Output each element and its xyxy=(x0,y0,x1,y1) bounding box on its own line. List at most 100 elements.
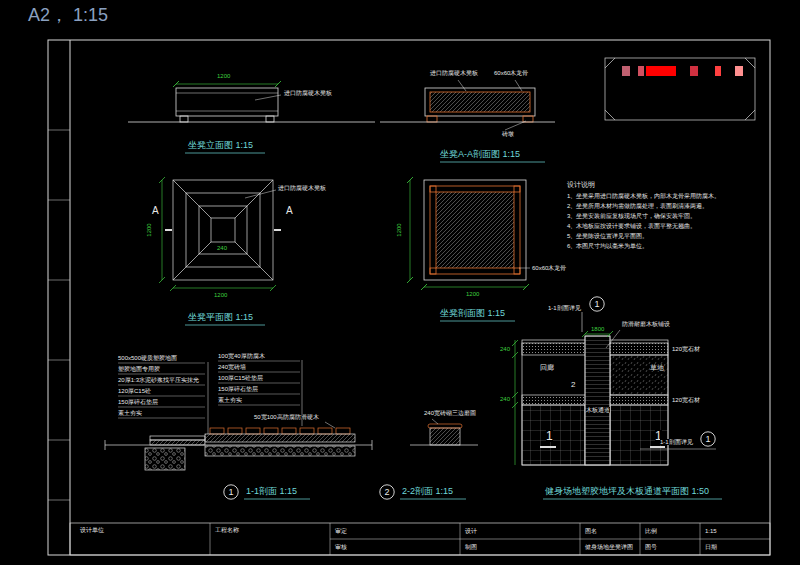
layer-callout: 塑胶地面专用胶 xyxy=(118,366,160,372)
bench-plan-part xyxy=(211,218,235,242)
bench-plan-section-part xyxy=(519,268,530,269)
section-1-1-part xyxy=(336,428,350,434)
view-title: 健身场地塑胶地坪及木板通道平面图 1:50 xyxy=(545,487,709,496)
fitness-area-plan-part xyxy=(585,336,610,465)
fitness-area-plan-part xyxy=(610,405,668,465)
sheet-frame-part xyxy=(48,280,70,281)
view-title: 2-2剖面 1:15 xyxy=(402,487,453,496)
callout-text: 砖墩 xyxy=(502,131,514,137)
fitness-area-plan-part xyxy=(543,499,722,500)
bench-plan-part xyxy=(245,190,276,198)
bench-plan-section-part xyxy=(421,284,529,290)
stamp-area-part xyxy=(622,66,630,76)
section-1-1-part xyxy=(105,445,372,446)
view-title: 坐凳平面图 1:15 xyxy=(188,313,253,322)
section-number: 1 xyxy=(546,430,553,442)
bench-elevation-part xyxy=(176,111,278,112)
bench-plan-part xyxy=(165,229,172,231)
marker-circle-outline xyxy=(380,485,394,499)
layer-callout: 100宽40厚防腐木 xyxy=(218,353,265,359)
bench-plan-section-part xyxy=(514,268,520,274)
marker-circle-outline xyxy=(701,432,715,446)
callout-text: 60x60木龙骨 xyxy=(494,70,528,76)
section-1-1-part xyxy=(244,499,310,500)
dimension-text: 240 xyxy=(500,396,510,402)
layer-callout: 素土夯实 xyxy=(118,410,142,416)
sheet-label: A2， 1:15 xyxy=(28,6,108,24)
layer-callout: 240宽砖墙 xyxy=(218,364,246,370)
table-cell: 制图 xyxy=(465,544,477,550)
bench-elevation xyxy=(128,81,375,153)
bench-plan-part xyxy=(173,180,273,280)
bench-plan-section-part xyxy=(424,180,526,280)
area-label: 草地 xyxy=(650,364,664,371)
bench-plan-section xyxy=(407,177,530,321)
bench-elevation-part xyxy=(185,153,265,154)
table-cell: 日期 xyxy=(705,544,717,550)
stamp-area-part xyxy=(646,66,676,76)
callout-text: 120宽石材 xyxy=(672,397,700,403)
layer-callout: 20厚1:3水泥砂浆找平压实抹光 xyxy=(118,377,199,383)
section-2-2-part xyxy=(432,419,438,424)
table-cell: 工程名称 xyxy=(215,527,239,533)
fitness-area-plan-part xyxy=(512,340,518,408)
table-cell: 设计单位 xyxy=(80,527,104,533)
section-1-1-part xyxy=(300,428,314,434)
section-1-1-part xyxy=(325,422,335,428)
section-number: 1 xyxy=(594,300,599,309)
dimension-text: 1200 xyxy=(217,73,230,79)
bench-plan-section-part xyxy=(440,321,515,322)
callout-text: 60x60木龙骨 xyxy=(532,265,566,271)
view-title: 坐凳A-A剖面图 1:15 xyxy=(440,150,520,159)
section-1-1-part xyxy=(318,428,332,434)
stamp-area-part xyxy=(690,66,698,76)
bench-section-aa-part xyxy=(425,88,535,116)
sheet-frame-part xyxy=(48,130,70,131)
fitness-area-plan-part xyxy=(606,330,620,348)
section-1-1-part xyxy=(282,428,296,434)
layer-callout: 500x500硬质塑胶地面 xyxy=(118,355,177,361)
bench-plan-part xyxy=(185,325,265,326)
section-1-1-part xyxy=(208,362,209,434)
section-1-1-part xyxy=(205,434,355,442)
table-cell: 健身场地坐凳详图 xyxy=(585,544,633,550)
bench-plan-section-part xyxy=(424,287,526,288)
area-label: 回廊 xyxy=(540,364,554,371)
fitness-area-plan-part xyxy=(610,355,668,395)
section-letter: A xyxy=(286,206,293,216)
callout-text: 进口防腐硬木凳板 xyxy=(278,185,326,191)
callout-text: 120宽石材 xyxy=(672,346,700,352)
bench-elevation-part xyxy=(176,84,278,85)
section-1-1-part xyxy=(264,428,278,434)
fitness-area-plan-part xyxy=(650,446,665,448)
bench-plan-section-part xyxy=(430,186,520,274)
note-heading: 设计说明 xyxy=(567,181,595,188)
bench-elevation-part xyxy=(255,95,281,100)
stamp-area-part xyxy=(638,66,644,76)
bench-section-aa-part xyxy=(458,80,466,91)
section-marker: 1 xyxy=(589,296,605,312)
dimension-text: 1800 xyxy=(591,326,604,332)
bench-plan-section-part xyxy=(436,192,514,268)
section-marker: 2 xyxy=(379,484,395,500)
dimension-text: 1200 xyxy=(146,223,152,236)
dimension-text: 240 xyxy=(217,245,227,251)
table-cell: 1:15 xyxy=(705,528,717,534)
section-number: 1 xyxy=(705,435,710,444)
note-text: 2、坐凳所用木材均需做防腐处理，表面刷清漆两遍。 xyxy=(567,203,708,209)
section-1-1-part xyxy=(210,428,224,434)
marker-circle-outline xyxy=(224,485,238,499)
layer-callout: 素土夯实 xyxy=(218,397,242,403)
bench-plan-section-part xyxy=(410,180,411,280)
fitness-area-plan-part xyxy=(515,340,516,465)
stamp-area-part xyxy=(735,66,743,76)
section-1-1-part xyxy=(218,361,300,405)
table-cell: 比例 xyxy=(645,528,657,534)
callout-text: 1-1剖面详见 xyxy=(548,305,581,311)
callout-text: 240宽砖砌三边磨圆 xyxy=(424,410,476,416)
section-marker: 1 xyxy=(700,431,716,447)
section-1-1-part xyxy=(145,448,185,470)
bench-section-aa-part xyxy=(440,162,545,163)
section-1-1-part xyxy=(246,428,260,434)
